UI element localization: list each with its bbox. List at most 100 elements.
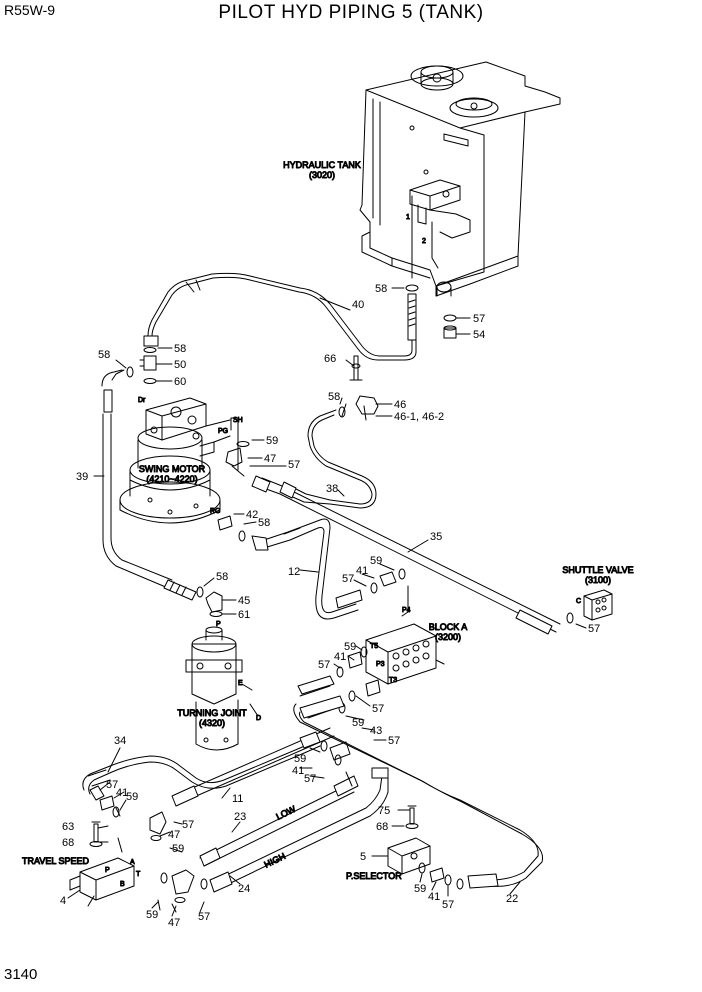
- hose-12: [251, 518, 363, 620]
- callout-57: 57: [588, 623, 600, 635]
- tank-port-1: 1: [406, 214, 410, 221]
- turning-joint-code: (4320): [199, 718, 225, 728]
- low-hose-label: LOW: [274, 804, 297, 822]
- ts-port-b: B: [120, 881, 125, 888]
- callout-63: 63: [62, 821, 74, 833]
- callout-45: 45: [238, 595, 250, 607]
- fitting-41-mid: [320, 740, 351, 766]
- callout-41: 41: [428, 891, 440, 903]
- callout-4: 4: [60, 895, 66, 907]
- swing-motor-name: SWING MOTOR: [139, 464, 206, 474]
- ts-port-t: T: [136, 871, 141, 878]
- shuttle-valve: [583, 589, 613, 621]
- block-port-p4: P4: [402, 607, 411, 614]
- travel-speed-valve: [69, 795, 208, 913]
- callout-58: 58: [174, 343, 186, 355]
- callout-46: 46: [394, 399, 406, 411]
- callout-58: 58: [258, 517, 270, 529]
- high-hose-label: HIGH: [262, 851, 287, 870]
- callout-11: 11: [232, 793, 243, 805]
- callout-5: 5: [360, 851, 366, 863]
- p-selector: [387, 805, 452, 886]
- callout-58: 58: [216, 571, 228, 583]
- callout-41: 41: [292, 765, 304, 777]
- callout-57: 57: [304, 773, 316, 785]
- callout-34: 34: [114, 735, 126, 747]
- fitting-41-upper: [370, 568, 406, 594]
- callout-60: 60: [174, 376, 186, 388]
- tj-port-e: E: [238, 680, 243, 687]
- swing-port-pg: PG: [218, 428, 228, 435]
- ts-port-a: A: [130, 859, 135, 866]
- block-a-name: BLOCK A: [429, 622, 468, 632]
- shuttle-port-c: C: [576, 598, 581, 605]
- hose-23-low: [199, 771, 359, 867]
- callouts: 58 40 57 54 58 58 50 60 66 58 46 46-1, 4…: [60, 283, 600, 929]
- callout-59: 59: [352, 717, 364, 729]
- callout-57: 57: [372, 703, 384, 715]
- elbow-fitting-45: [196, 586, 223, 617]
- callout-57: 57: [442, 899, 454, 911]
- callout-54: 54: [473, 329, 485, 341]
- tank-fittings: [405, 284, 457, 341]
- callout-59: 59: [266, 435, 278, 447]
- block-port-t3: T3: [389, 677, 397, 684]
- callout-68: 68: [62, 837, 74, 849]
- callout-23: 23: [234, 811, 246, 823]
- callout-57: 57: [182, 819, 194, 831]
- shuttle-valve-code: (3100): [585, 575, 611, 585]
- callout-57: 57: [198, 911, 210, 923]
- callout-58: 58: [328, 391, 340, 403]
- callout-66: 66: [324, 353, 336, 365]
- callout-38: 38: [326, 483, 338, 495]
- tank-port-2: 2: [422, 238, 426, 245]
- callout-59: 59: [370, 555, 382, 567]
- callout-68: 68: [376, 821, 388, 833]
- callout-57: 57: [388, 735, 400, 747]
- hose-43: [293, 675, 544, 890]
- callout-57: 57: [288, 459, 300, 471]
- callout-43: 43: [370, 725, 382, 737]
- callout-57: 57: [318, 659, 330, 671]
- callout-22: 22: [506, 893, 518, 905]
- hose-38: [307, 355, 379, 509]
- hose-39: [101, 366, 197, 601]
- callout-41: 41: [334, 651, 346, 663]
- swing-port-rg: RG: [210, 508, 221, 515]
- shuttle-valve-name: SHUTTLE VALVE: [562, 565, 633, 575]
- block-port-p3: P3: [376, 661, 385, 668]
- callout-58: 58: [375, 283, 387, 295]
- block-a: [365, 585, 445, 685]
- callout-59: 59: [294, 753, 306, 765]
- callout-35: 35: [430, 531, 442, 543]
- callout-47: 47: [168, 917, 180, 929]
- callout-61: 61: [238, 609, 250, 621]
- model-label: R55W-9: [4, 2, 56, 18]
- callout-59: 59: [146, 909, 158, 921]
- callout-58: 58: [98, 349, 110, 361]
- page-number: 3140: [4, 966, 38, 983]
- hose-35: [251, 475, 574, 635]
- callout-57: 57: [342, 573, 354, 585]
- tj-port-d: D: [256, 715, 261, 722]
- sh-bracket: [230, 417, 239, 471]
- turning-joint: [185, 626, 259, 751]
- callout-59: 59: [126, 791, 138, 803]
- hose-38-lower: [279, 481, 331, 505]
- callout-41: 41: [356, 565, 368, 577]
- p-selector-name: P.SELECTOR: [346, 871, 402, 881]
- hose-34: [82, 739, 321, 801]
- swing-motor: [119, 397, 231, 524]
- callout-47: 47: [168, 829, 180, 841]
- callout-57: 57: [473, 313, 485, 325]
- hydraulic-tank-name: HYDRAULIC TANK: [283, 160, 361, 170]
- callout-24: 24: [238, 883, 250, 895]
- block-a-fittings: [336, 646, 381, 714]
- callout-46-1-46-2: 46-1, 46-2: [394, 411, 444, 423]
- callout-leaders: [67, 287, 587, 917]
- callout-59: 59: [344, 641, 356, 653]
- callout-59: 59: [414, 883, 426, 895]
- hose-24-high: [209, 767, 389, 893]
- travel-speed-name: TRAVEL SPEED: [22, 856, 90, 866]
